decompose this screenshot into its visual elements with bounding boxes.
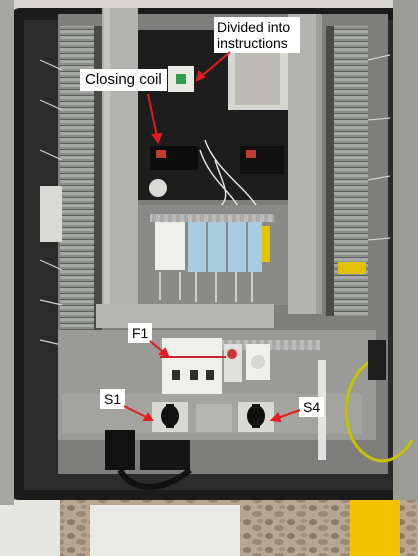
callout-closing-coil: Closing coil: [80, 69, 167, 91]
f1-breaker: [162, 338, 222, 394]
callout-line-1: Divided into: [217, 19, 291, 35]
terminal-block: [155, 222, 185, 270]
callout-f1: F1: [128, 323, 153, 343]
callout-line-2: instructions: [217, 35, 288, 51]
callout-divided-into-instructions: Divided into instructions: [214, 17, 300, 53]
callout-s4: S4: [299, 397, 325, 417]
horizontal-wire-duct: [96, 304, 274, 328]
callout-s1: S1: [100, 389, 126, 409]
relay: [188, 222, 206, 272]
